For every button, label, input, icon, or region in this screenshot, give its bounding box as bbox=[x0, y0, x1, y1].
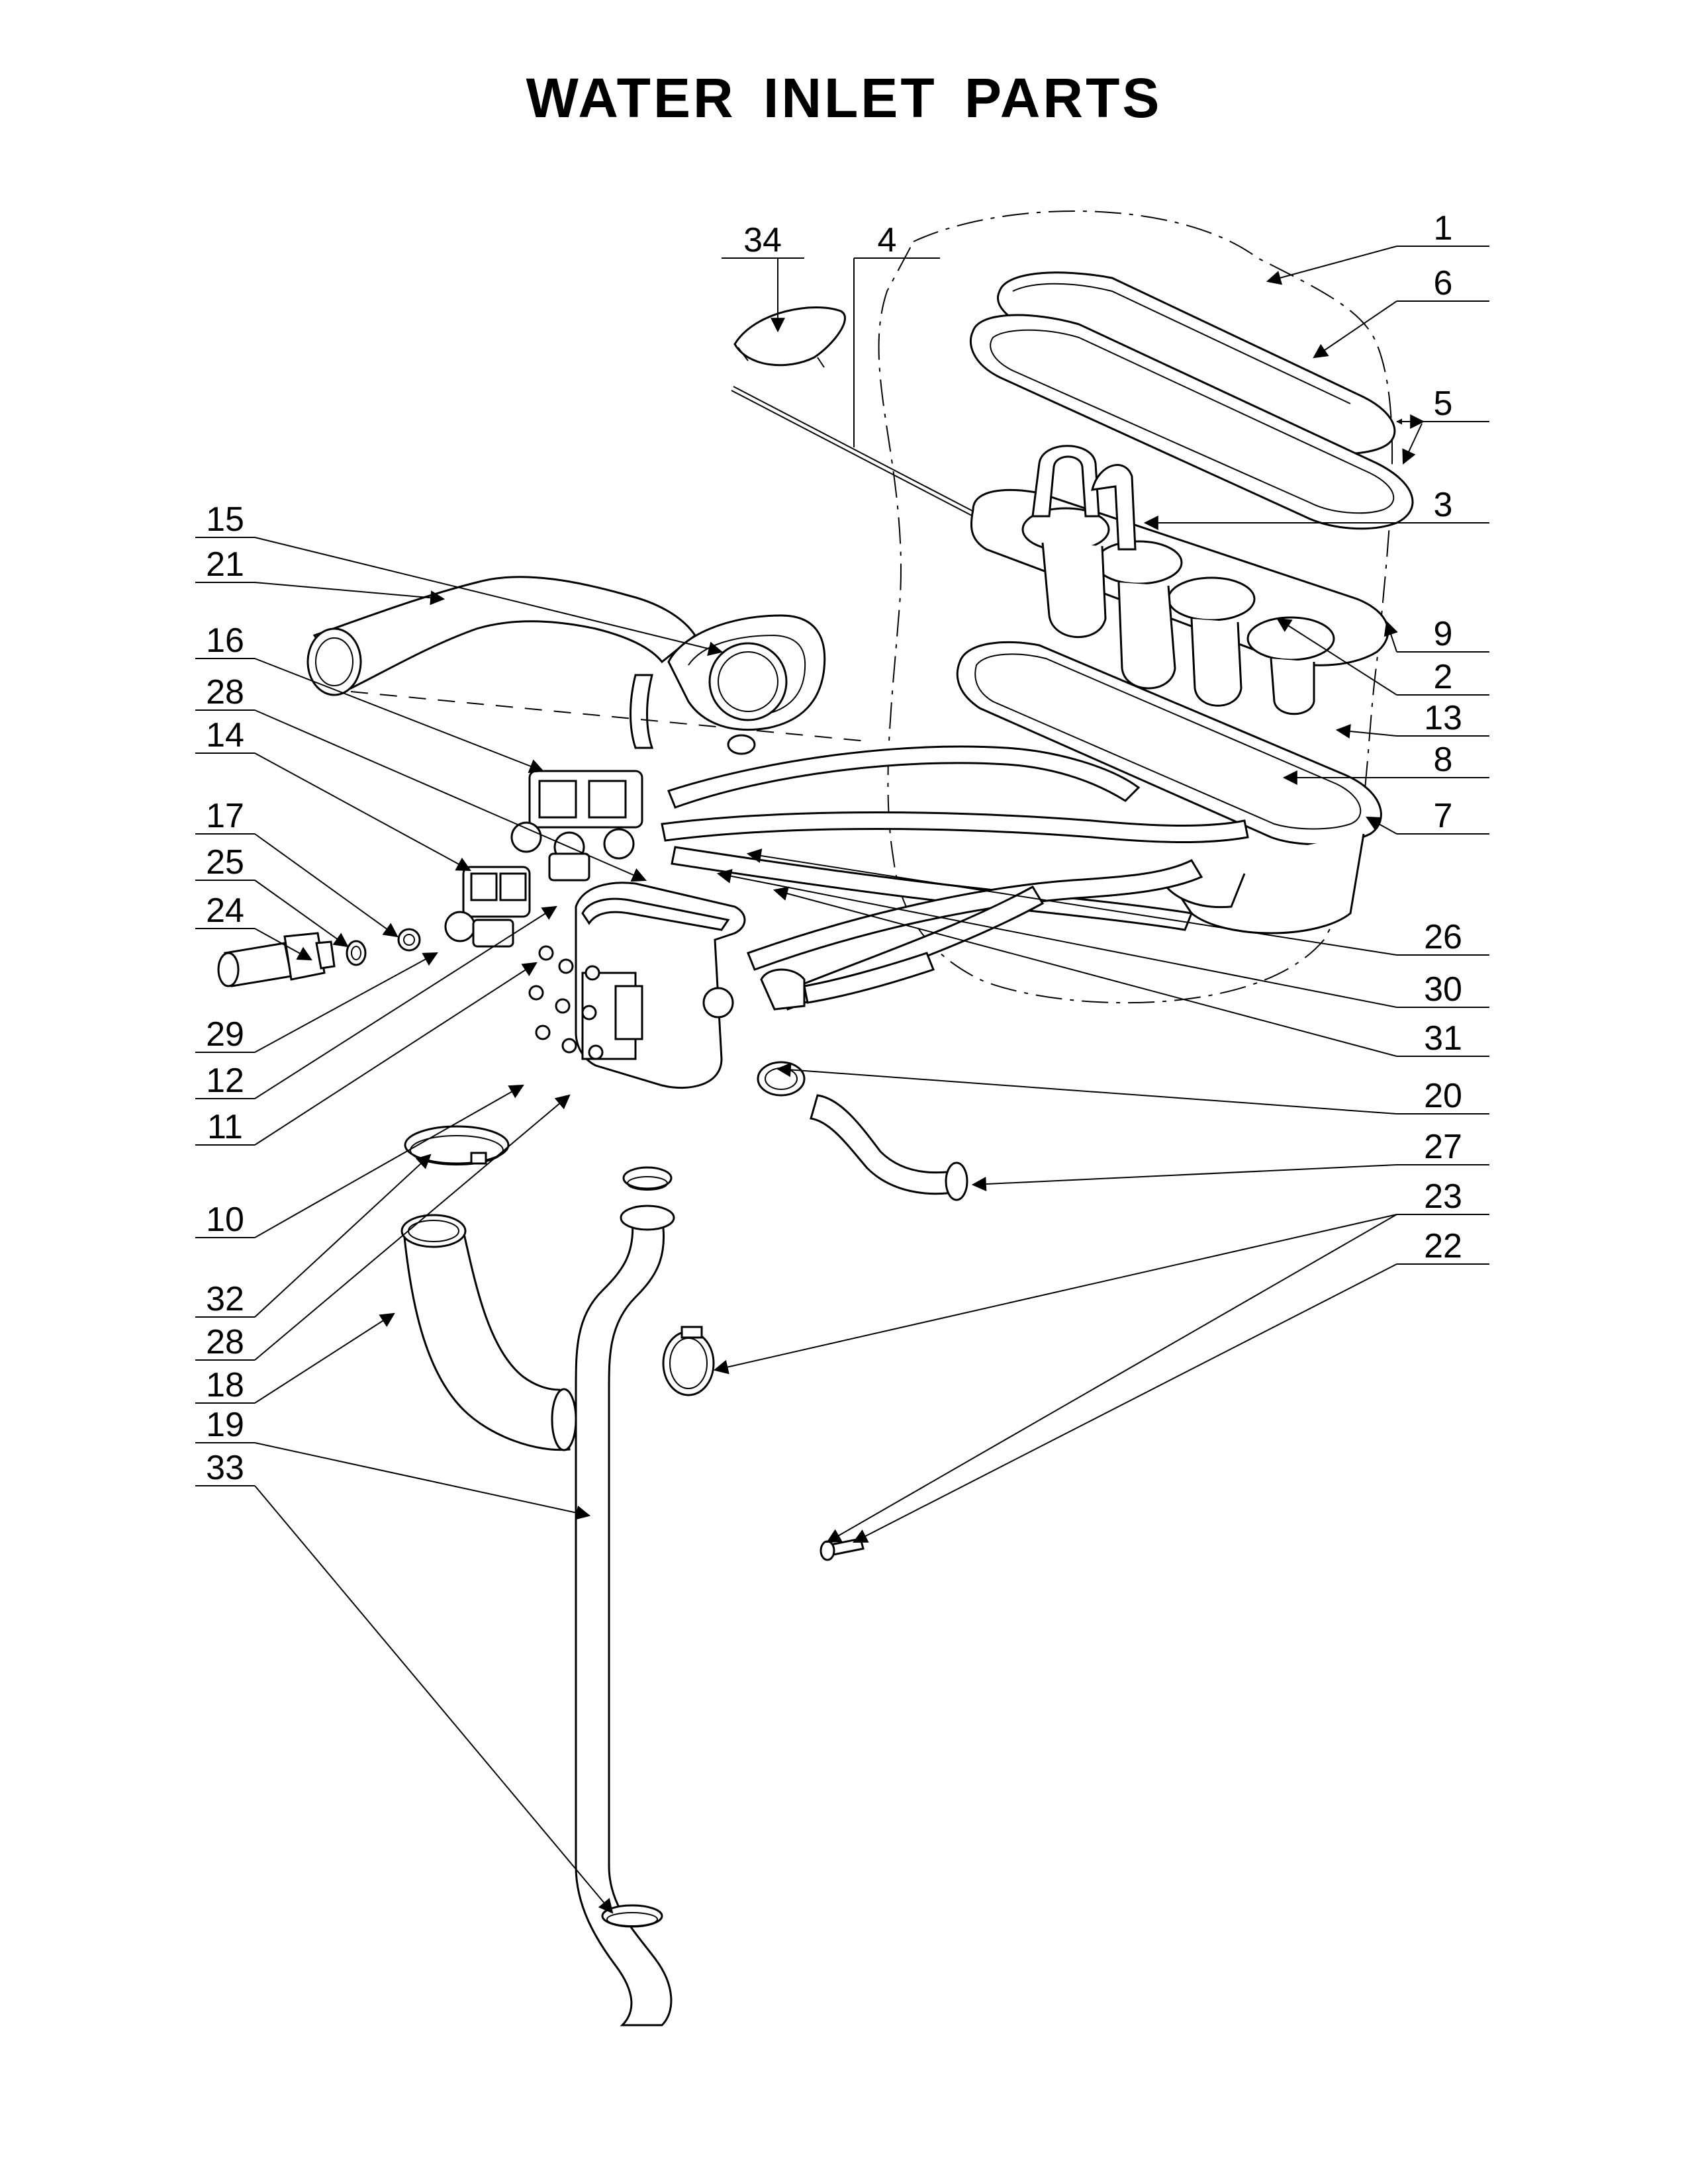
callout-29: 29 bbox=[206, 1015, 244, 1054]
callout-4: 4 bbox=[878, 221, 897, 259]
callout-31: 31 bbox=[1424, 1019, 1462, 1058]
part-33-clamp bbox=[601, 1904, 663, 1928]
callout-7: 7 bbox=[1434, 797, 1453, 835]
callout-19: 19 bbox=[206, 1406, 244, 1444]
part-18-elbow-hose bbox=[400, 1214, 577, 1451]
callout-2: 2 bbox=[1434, 658, 1453, 696]
part-21-inlet-hose bbox=[306, 576, 697, 696]
part-7-lower-tub bbox=[956, 641, 1382, 934]
part-19-drain-hose bbox=[575, 1166, 675, 2026]
callout-28-upper: 28 bbox=[206, 673, 244, 711]
callout-12: 12 bbox=[206, 1062, 244, 1100]
callout-6: 6 bbox=[1434, 264, 1453, 302]
callout-33: 33 bbox=[206, 1449, 244, 1487]
callout-13: 13 bbox=[1424, 699, 1462, 737]
callout-15: 15 bbox=[206, 500, 244, 539]
part-25-washer bbox=[346, 940, 367, 966]
callout-25: 25 bbox=[206, 843, 244, 882]
part-31-clamp bbox=[757, 1061, 806, 1097]
callout-1: 1 bbox=[1434, 209, 1453, 248]
callout-18: 18 bbox=[206, 1366, 244, 1404]
callout-5: 5 bbox=[1434, 385, 1453, 423]
callout-9: 9 bbox=[1434, 615, 1453, 653]
callout-34: 34 bbox=[743, 221, 782, 259]
callout-20: 20 bbox=[1424, 1077, 1462, 1115]
part-4-rod bbox=[731, 390, 974, 517]
callout-23: 23 bbox=[1424, 1177, 1462, 1216]
callout-14: 14 bbox=[206, 716, 244, 754]
callout-21: 21 bbox=[206, 545, 244, 584]
part-3-siphon bbox=[1031, 445, 1137, 551]
part-22-screw bbox=[820, 1537, 865, 1561]
callout-3: 3 bbox=[1434, 486, 1453, 524]
callout-26: 26 bbox=[1424, 918, 1462, 956]
callout-32: 32 bbox=[206, 1280, 244, 1318]
callout-leaders bbox=[195, 246, 1489, 1914]
parts-artwork bbox=[217, 210, 1414, 2026]
callout-22: 22 bbox=[1424, 1227, 1462, 1265]
page-title: WATER INLET PARTS bbox=[526, 67, 1162, 129]
callout-10: 10 bbox=[206, 1201, 244, 1239]
callout-11: 11 bbox=[207, 1108, 243, 1146]
part-12-dispenser-housing bbox=[528, 882, 746, 1089]
part-31-elbow bbox=[760, 952, 935, 1011]
callout-27: 27 bbox=[1424, 1128, 1462, 1166]
part-20-hose bbox=[810, 1094, 968, 1201]
part-17-flow-washer bbox=[397, 928, 421, 952]
callout-16: 16 bbox=[206, 621, 244, 660]
assembly-phantom-outline bbox=[878, 210, 1393, 1004]
part-34-cap bbox=[733, 306, 846, 368]
part-16-valve-bank bbox=[510, 770, 643, 882]
callout-17: 17 bbox=[206, 797, 244, 835]
part-14-valve bbox=[444, 866, 531, 948]
callout-24: 24 bbox=[206, 891, 244, 930]
callout-28-lower: 28 bbox=[206, 1323, 244, 1361]
callout-8: 8 bbox=[1434, 741, 1453, 779]
part-5-gasket bbox=[969, 314, 1414, 530]
callout-30: 30 bbox=[1424, 970, 1462, 1009]
part-27-clamp bbox=[662, 1326, 715, 1396]
callout-labels: 34 4 1 6 5 3 9 2 13 8 7 26 30 31 20 27 2… bbox=[206, 209, 1462, 1487]
